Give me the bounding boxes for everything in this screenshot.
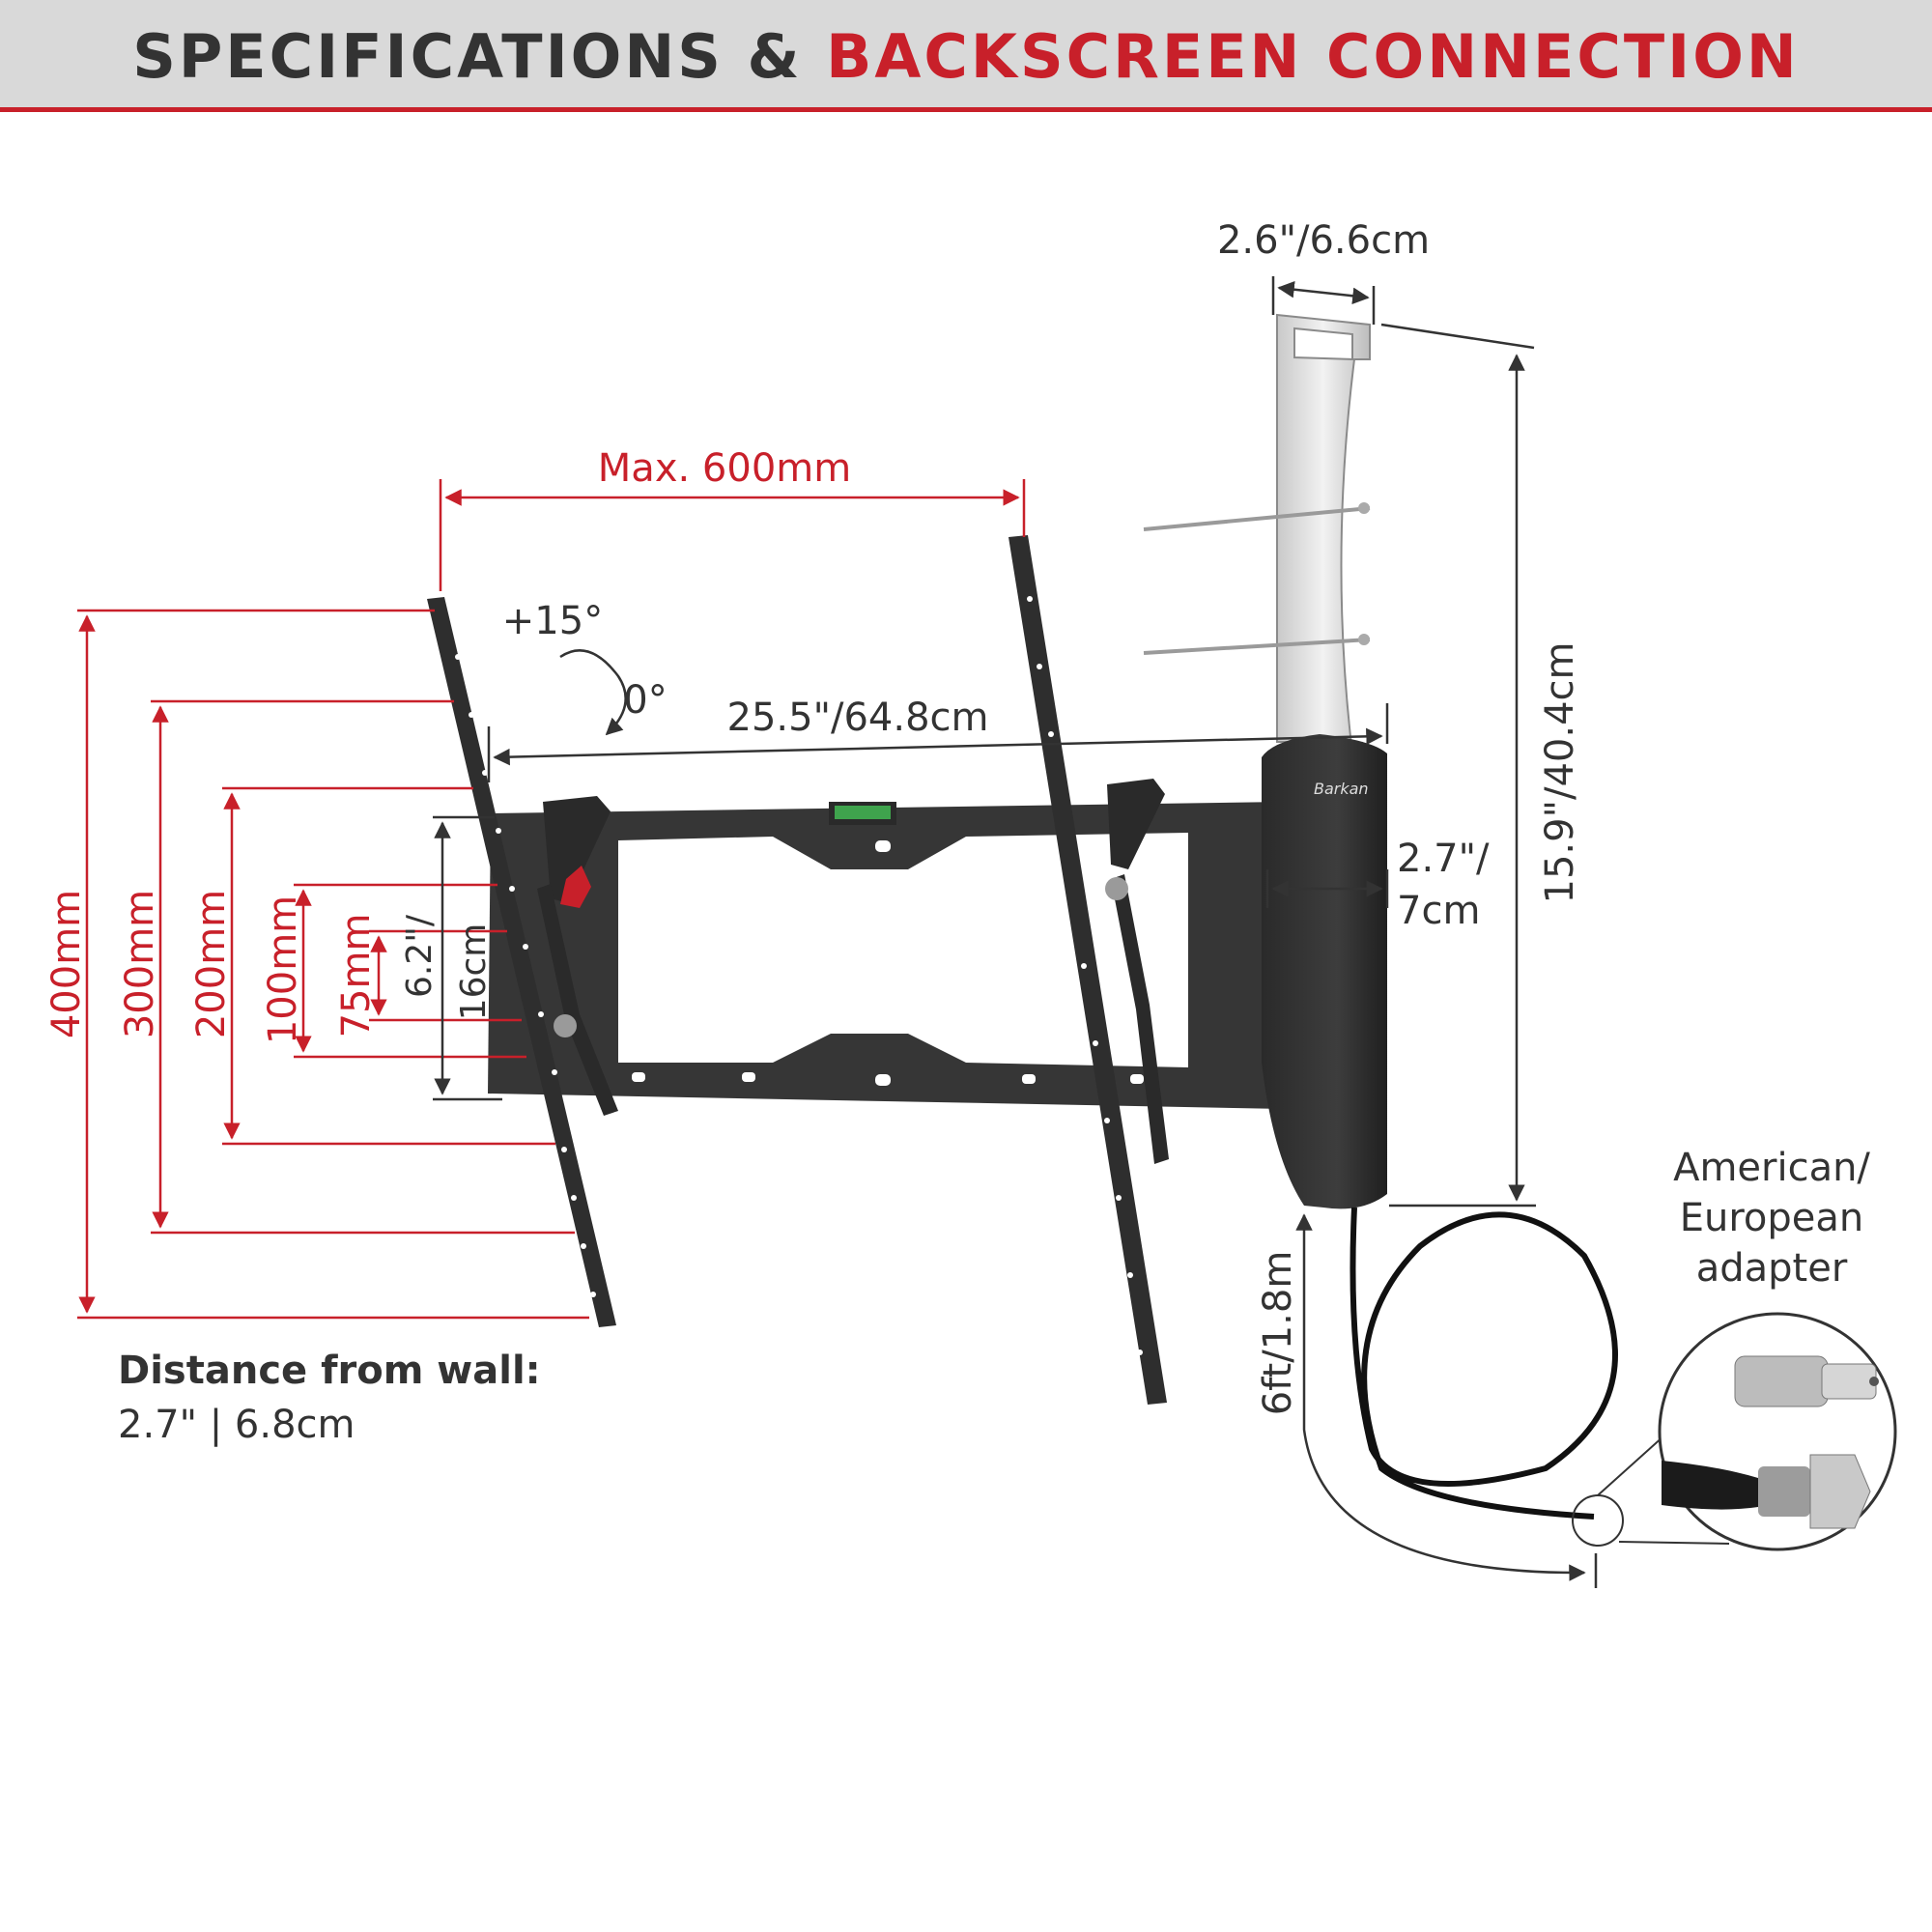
- adapter-label-line-2: European: [1680, 1196, 1864, 1240]
- brand-logo: Barkan: [1314, 780, 1369, 798]
- vesa-75-label: 75mm: [334, 914, 379, 1038]
- cable-length-dimension: [1295, 1213, 1586, 1581]
- iec-adapter-icon: [1734, 1355, 1879, 1407]
- wall-distance-note: Distance from wall: 2.7" | 6.8cm: [118, 1349, 541, 1447]
- left-bolt: [554, 1014, 577, 1037]
- antenna-depth-label-in: 2.7"/: [1397, 837, 1490, 881]
- antenna-cable: [1350, 1207, 1618, 1520]
- wall-plate: [488, 802, 1285, 1109]
- page-title: SPECIFICATIONS & BACKSCREEN CONNECTION: [0, 21, 1932, 92]
- vesa-400-label: 400mm: [44, 890, 89, 1038]
- antenna-depth-label-cm: 7cm: [1397, 889, 1480, 933]
- tilt-up-label: +15°: [502, 599, 603, 643]
- plate-height-label-in: 6.2"/: [400, 914, 440, 998]
- overall-width-label: 25.5"/64.8cm: [727, 696, 989, 740]
- tilt-zero-label: 0°: [623, 678, 667, 723]
- left-bracket-arm: [427, 597, 618, 1327]
- right-bolt: [1105, 877, 1128, 900]
- antenna-width-dimension: [1277, 281, 1370, 304]
- tilt-arrow: [559, 649, 627, 736]
- vesa-100-label: 100mm: [261, 895, 305, 1044]
- vesa-200-label: 200mm: [189, 890, 234, 1038]
- header-banner: SPECIFICATIONS & BACKSCREEN CONNECTION: [0, 0, 1932, 112]
- vesa-300-label: 300mm: [118, 890, 162, 1038]
- adapter-label-line-3: adapter: [1696, 1246, 1848, 1291]
- adapter-label-line-1: American/: [1673, 1146, 1870, 1190]
- max-width-label: Max. 600mm: [598, 446, 851, 491]
- antenna-height-label: 15.9"/40.4cm: [1538, 642, 1582, 904]
- f-connector-icon: [1662, 1454, 1871, 1529]
- title-part-1: SPECIFICATIONS &: [132, 21, 803, 92]
- wall-distance-heading: Distance from wall:: [118, 1349, 541, 1393]
- antenna-body: [1262, 734, 1387, 1209]
- adapter-callout: [1597, 1312, 1897, 1551]
- spirit-level: [835, 806, 891, 819]
- left-tilt-knob: [560, 866, 591, 908]
- overall-width-dimension: [493, 727, 1383, 766]
- antenna-width-label: 2.6"/6.6cm: [1217, 218, 1430, 263]
- connector-highlight: [1572, 1494, 1624, 1547]
- cable-length-label: 6ft/1.8m: [1256, 1251, 1300, 1416]
- plate-height-label-cm: 16cm: [454, 923, 494, 1021]
- title-part-2: BACKSCREEN CONNECTION: [826, 21, 1800, 92]
- wall-distance-value: 2.7" | 6.8cm: [118, 1403, 355, 1447]
